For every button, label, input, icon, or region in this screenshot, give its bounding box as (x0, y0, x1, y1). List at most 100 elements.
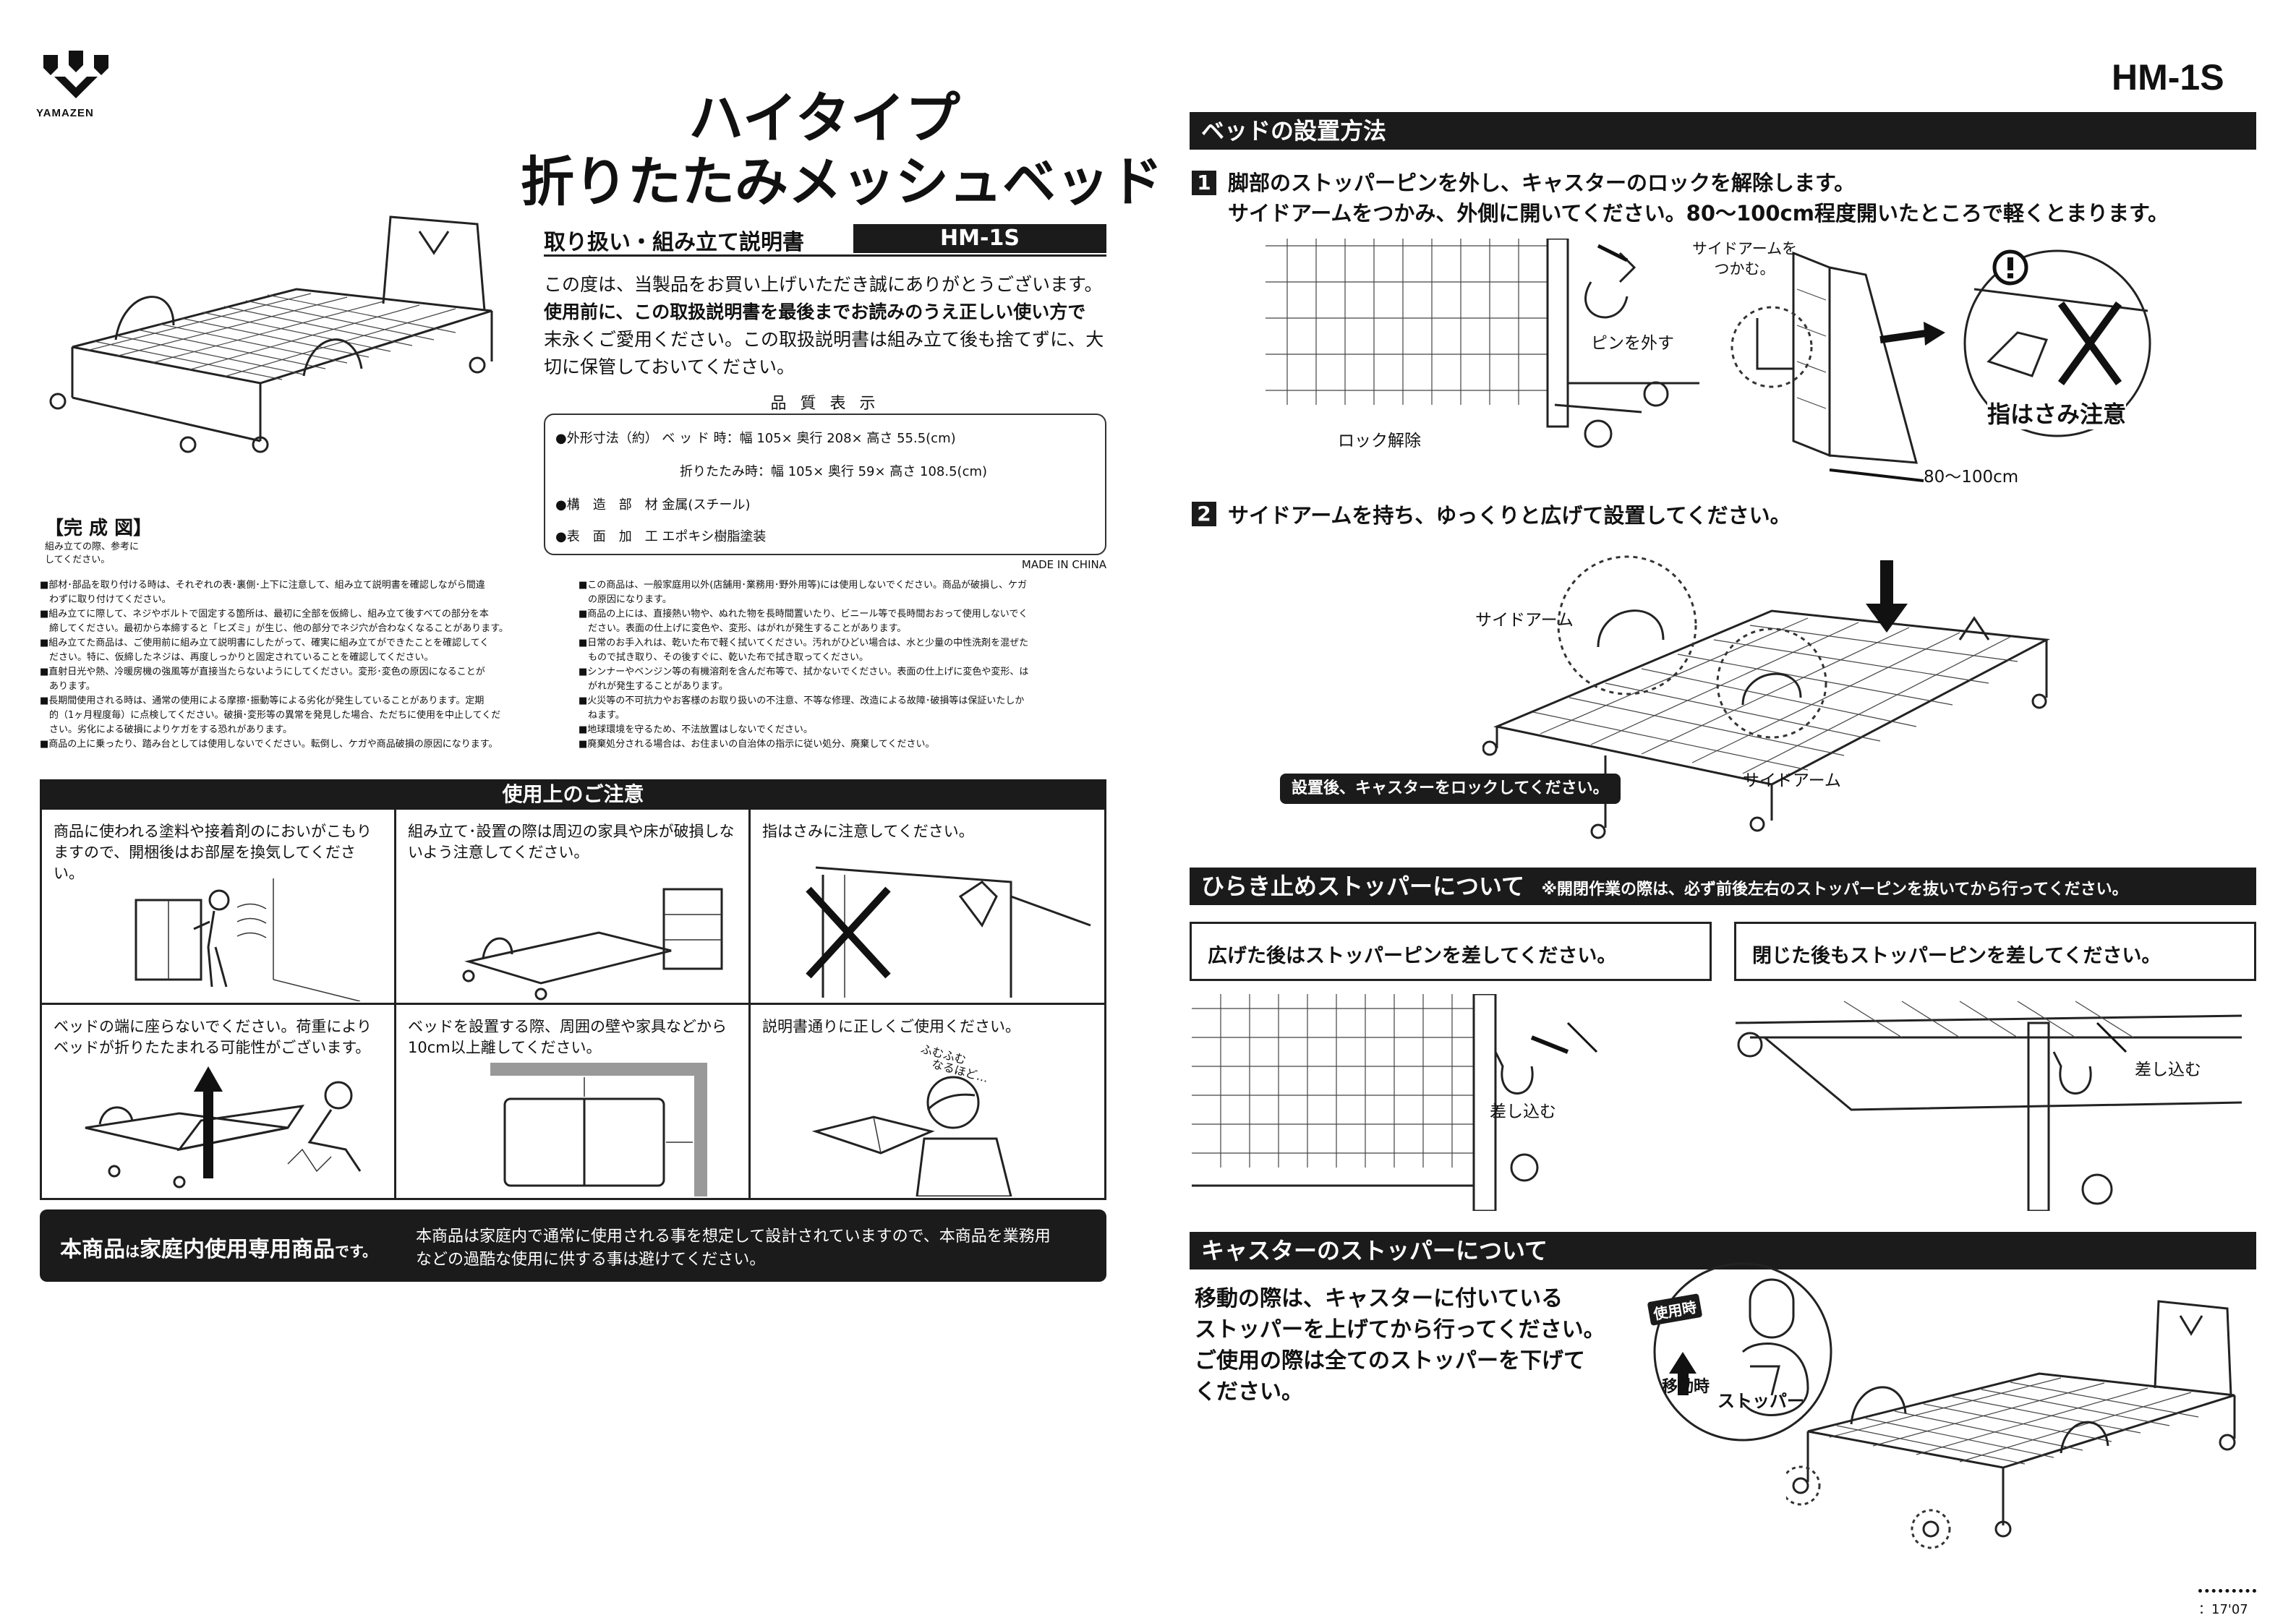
notes-left: ■部材･部品を取り付ける時は、それぞれの表･裏側･上下に注意して、組み立て説明書… (40, 578, 568, 752)
label-insert-1: 差し込む (1490, 1102, 1556, 1121)
finger-warning-illustration (1963, 249, 2151, 437)
caution-text-ventilation: 商品に使われる塗料や接着剤のにおいがこもりますので、開梱後はお部屋を換気してくだ… (54, 823, 372, 882)
caution-text-floor: 組み立て･設置の際は周辺の家具や床が破損しないよう注意してください。 (408, 823, 735, 861)
quality-box: ●外形寸法（約） ベ ッ ド 時：幅 105× 奥行 208× 高さ 55.5(… (544, 414, 1106, 555)
note-line: ださい。表面の仕上げに変色や、変形、はがれが発生することがあります。 (579, 623, 907, 634)
completed-heading: 【完 成 図】 (45, 518, 153, 539)
label-pin-remove: ピンを外す (1591, 334, 1674, 353)
label-distance: 80〜100cm (1924, 468, 2019, 487)
home-use-title-main2: 家庭内使用専用商品 (140, 1237, 335, 1262)
caution-cell-ventilation: 商品に使われる塗料や接着剤のにおいがこもりますので、開梱後はお部屋を換気してくだ… (42, 810, 396, 1005)
caution-text-sitting: ベッドの端に座らないでください。荷重によりベッドが折りたたまれる可能性がございま… (54, 1018, 372, 1056)
step-1-line-2: サイドアームをつかみ、外側に開いてください。80〜100cm程度開いたところで軽… (1228, 201, 2169, 226)
caution-cell-floor: 組み立て･設置の際は周辺の家具や床が破損しないよう注意してください。 (396, 810, 751, 1005)
home-use-title-small2: です。 (335, 1243, 377, 1260)
caution-grid: 商品に使われる塗料や接着剤のにおいがこもりますので、開梱後はお部屋を換気してくだ… (40, 810, 1106, 1200)
stopper-heading-note: ※開閉作業の際は、必ず前後左右のストッパーピンを抜いてから行ってください。 (1541, 881, 2128, 899)
finger-pinch-illustration (806, 866, 1091, 998)
note-line: 締してください。最初から本締すると「ヒズミ」が生じ、他の部分でネジ穴が合わなくな… (40, 623, 508, 634)
model-top-right: HM-1S (2112, 57, 2224, 98)
completed-bed-illustration (43, 202, 513, 470)
caution-text-distance: ベッドを設置する際、周囲の壁や家具などから10cm以上離してください。 (408, 1018, 727, 1056)
intro-line-3: 末永くご愛用ください。この取扱説明書は組み立て後も捨てずに、大 (544, 329, 1104, 350)
label-grab: サイドアームを つかむ。 (1692, 239, 1797, 279)
home-use-text-2: などの過酷な使用に供する事は避けてください。 (416, 1251, 766, 1269)
note-line: ■この商品は、一般家庭用以外(店舗用･業務用･野外用等)には使用しないでください… (579, 580, 1028, 591)
note-line: 的（1ヶ月程度毎）に点検してください。破損･変形等の異常を発見した場合、ただちに… (40, 710, 501, 721)
intro-line-2: 使用前に、この取扱説明書を最後までお読みのうえ正しい使い方で (544, 301, 1086, 322)
label-grab-2: つかむ。 (1714, 260, 1775, 278)
stopper-box-open: 広げた後はストッパーピンを差してください。 (1190, 922, 1712, 981)
intro-text: この度は、当製品をお買い上げいただき誠にありがとうございます。 使用前に、この取… (544, 271, 1122, 381)
brand-logo: YAMAZEN (36, 48, 116, 120)
stopper-heading: ひらき止めストッパーについて ※開閉作業の際は、必ず前後左右のストッパーピンを抜… (1190, 868, 2256, 905)
caution-text-manual: 説明書通りに正しくご使用ください。 (762, 1018, 1020, 1035)
note-line: ■長期間使用される時は、通常の使用による摩擦･振動等による劣化が発生していること… (40, 695, 485, 706)
title-line-1: ハイタイプ (688, 86, 960, 150)
home-use-text-1: 本商品は家庭内で通常に使用される事を想定して設計されていますので、本商品を業務用 (416, 1228, 1051, 1246)
caster-line-3: ご使用の際は全てのストッパーを下げて (1195, 1348, 1585, 1374)
completed-note-2: してください。 (45, 554, 111, 565)
quality-heading: 品 質 表 示 (770, 395, 880, 413)
completed-note-1: 組み立ての際、参考に (45, 541, 140, 552)
setup-heading: ベッドの設置方法 (1190, 112, 2256, 150)
step-1-pin-illustration (1266, 239, 1699, 448)
label-stopper: ストッパー (1717, 1391, 1804, 1411)
manual-subtitle: 取り扱い・組み立て説明書 (544, 230, 804, 255)
caution-text-finger: 指はさみに注意してください。 (762, 823, 974, 840)
note-line: ■組み立てた商品は、ご使用前に組み立て説明書にしたがって、確実に組み立てができた… (40, 638, 490, 648)
note-line: さい。劣化による破損によりケガをする恐れがあります。 (40, 724, 293, 735)
stopper-box-closed: 閉じた後もストッパーピンを差してください。 (1734, 922, 2256, 981)
step-2-bed-illustration (1482, 555, 2051, 839)
home-use-title-small1: は (125, 1243, 140, 1260)
subtitle-underline (544, 254, 1106, 257)
caution-cell-distance: ベッドを設置する際、周囲の壁や家具などから10cm以上離してください。 (396, 1005, 751, 1200)
note-line: ■シンナーやベンジン等の有機溶剤を含んだ布等で、拭かないでください。表面の仕上げ… (579, 667, 1029, 677)
home-use-banner: 本商品は家庭内使用専用商品です。 本商品は家庭内で通常に使用される事を想定して設… (40, 1209, 1106, 1282)
wall-distance-illustration (490, 1063, 707, 1196)
step-1-line-1: 脚部のストッパーピンを外し、キャスターのロックを解除します。 (1228, 171, 1856, 195)
note-line: ■直射日光や熱、冷暖房機の強風等が直接当たらないようにしてください。変形･変色の… (40, 667, 485, 677)
model-badge: HM-1S (853, 224, 1106, 253)
ventilation-illustration (135, 878, 361, 1001)
step-2-number: 2 (1192, 502, 1216, 526)
stopper-closed-illustration (1736, 1001, 2242, 1211)
made-in-label: MADE IN CHINA (1021, 558, 1106, 571)
caster-line-4: ください。 (1195, 1379, 1303, 1405)
note-line: ■商品の上には、直接熱い物や、ぬれた物を長時間置いたり、ビニール等で長時間おおっ… (579, 609, 1028, 620)
stopper-heading-title: ひらき止めストッパーについて (1201, 873, 1525, 900)
note-line: ■地球環境を守るため、不法放置はしないでください。 (579, 724, 813, 735)
caster-line-2: ストッパーを上げてから行ってください。 (1195, 1317, 1605, 1342)
note-line: ねます。 (579, 710, 625, 721)
stopper-box-closed-text: 閉じた後もストッパーピンを差してください。 (1752, 945, 2161, 967)
label-finger-warning: 指はさみ注意 (1987, 396, 2127, 429)
title-line-2: 折りたたみメッシュベッド (521, 151, 1163, 213)
step-1-number: 1 (1192, 171, 1216, 195)
caster-text: 移動の際は、キャスターに付いている ストッパーを上げてから行ってください。 ご使… (1195, 1283, 1605, 1408)
note-line: ださい。特に、仮締したネジは、再度しっかりと固定されていることを確認してください… (40, 652, 434, 663)
note-line: ■組み立てに際して、ネジやボルトで固定する箇所は、最初に全部を仮締し、組み立て後… (40, 609, 489, 620)
quality-row-material: ●構 造 部 材 金属(スチール) (555, 497, 751, 513)
notes-right: ■この商品は、一般家庭用以外(店舗用･業務用･野外用等)には使用しないでください… (579, 578, 1106, 752)
note-line: がれが発生することがあります。 (579, 681, 728, 692)
footer-dots (2198, 1589, 2256, 1596)
note-line: ■火災等の不可抗力やお客様のお取り扱いの不注意、不等な修理、改造による故障･破損… (579, 695, 1025, 706)
caution-cell-finger: 指はさみに注意してください。 (751, 810, 1106, 1005)
page-title: ハイタイプ 折りたたみメッシュベッド (521, 86, 1163, 214)
yamazen-logo-icon (43, 51, 108, 98)
note-line: ■日常のお手入れは、乾いた布で軽く拭いてください。汚れがひどい場合は、水と少量の… (579, 638, 1029, 648)
intro-line-4: 切に保管しておいてください。 (544, 356, 795, 377)
home-use-text: 本商品は家庭内で通常に使用される事を想定して設計されていますので、本商品を業務用… (416, 1225, 1051, 1272)
note-line: ■部材･部品を取り付ける時は、それぞれの表･裏側･上下に注意して、組み立て説明書… (40, 580, 485, 591)
label-lock-release: ロック解除 (1338, 432, 1421, 450)
reading-manual-illustration (811, 1076, 1012, 1196)
step-1-text: 脚部のストッパーピンを外し、キャスターのロックを解除します。 サイドアームをつか… (1228, 168, 2169, 228)
quality-row-size: ●外形寸法（約） ベ ッ ド 時：幅 105× 奥行 208× 高さ 55.5(… (555, 431, 956, 446)
label-lock-caster: 設置後、キャスターをロックしてください。 (1280, 774, 1621, 804)
caution-cell-sitting: ベッドの端に座らないでください。荷重によりベッドが折りたたまれる可能性がございま… (42, 1005, 396, 1200)
note-line: あります。 (40, 681, 95, 692)
caster-bed-illustration (1786, 1300, 2236, 1549)
brand-name: YAMAZEN (36, 107, 94, 119)
intro-line-1: この度は、当製品をお買い上げいただき誠にありがとうございます。 (544, 274, 1103, 295)
quality-row-folded: 折りたたみ時：幅 105× 奥行 59× 高さ 108.5(cm) (680, 464, 988, 479)
